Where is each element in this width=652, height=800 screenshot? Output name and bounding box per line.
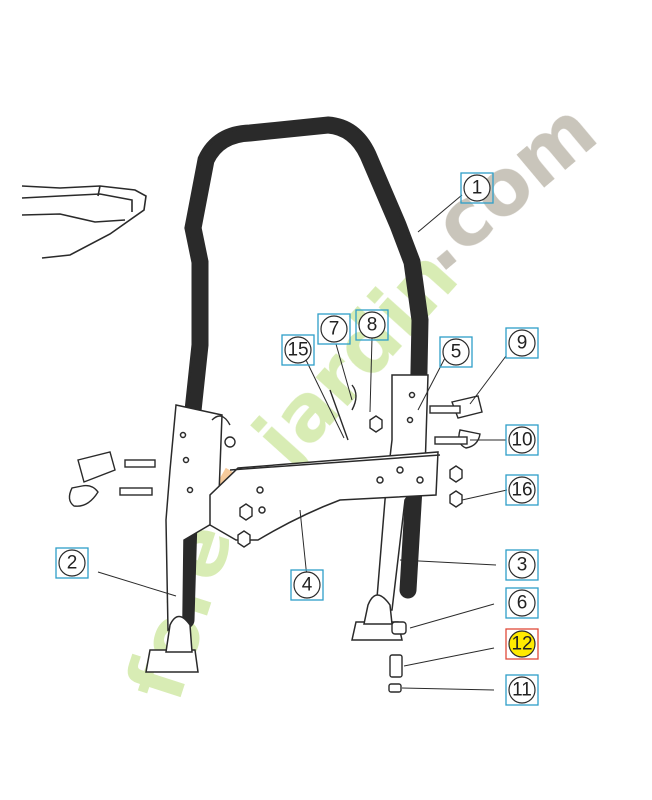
left-upright — [145, 404, 223, 673]
callout-12-label: 12 — [511, 634, 532, 655]
cross-bar — [209, 451, 441, 541]
callout-2-label: 2 — [67, 553, 78, 574]
callout-6: 6 — [505, 587, 539, 619]
roll-bar-tube — [177, 116, 429, 629]
leader-lines — [97, 194, 508, 691]
callout-10-label: 10 — [511, 430, 532, 451]
callout-2: 2 — [55, 547, 89, 579]
bushing-parts — [388, 621, 407, 693]
callout-7-label: 7 — [329, 319, 340, 340]
callout-8: 8 — [355, 309, 389, 341]
callout-16: 16 — [505, 474, 539, 506]
callout-15-label: 15 — [287, 340, 308, 361]
callout-11-label: 11 — [512, 680, 532, 701]
nuts — [211, 415, 463, 548]
mower-deck-fragment — [21, 185, 147, 259]
callout-11: 11 — [505, 674, 539, 706]
callout-5: 5 — [439, 336, 473, 368]
callout-10: 10 — [505, 424, 539, 456]
callout-8-label: 8 — [367, 315, 378, 336]
callout-6-label: 6 — [517, 593, 528, 614]
callout-7: 7 — [317, 313, 351, 345]
bolts — [119, 384, 468, 496]
callout-12: 12 — [505, 628, 539, 660]
callout-5-label: 5 — [451, 342, 462, 363]
callout-3: 3 — [505, 549, 539, 581]
callout-4: 4 — [290, 569, 324, 601]
callout-4-label: 4 — [302, 575, 313, 596]
callout-16-label: 16 — [511, 480, 532, 501]
callout-9: 9 — [505, 327, 539, 359]
callout-9-label: 9 — [517, 333, 528, 354]
callout-1-label: 1 — [472, 178, 483, 199]
callout-3-label: 3 — [517, 555, 528, 576]
callout-1: 1 — [460, 172, 494, 204]
watermark-domain: .com — [394, 85, 613, 289]
left-pin-plate — [68, 451, 116, 507]
callout-15: 15 — [281, 334, 315, 366]
